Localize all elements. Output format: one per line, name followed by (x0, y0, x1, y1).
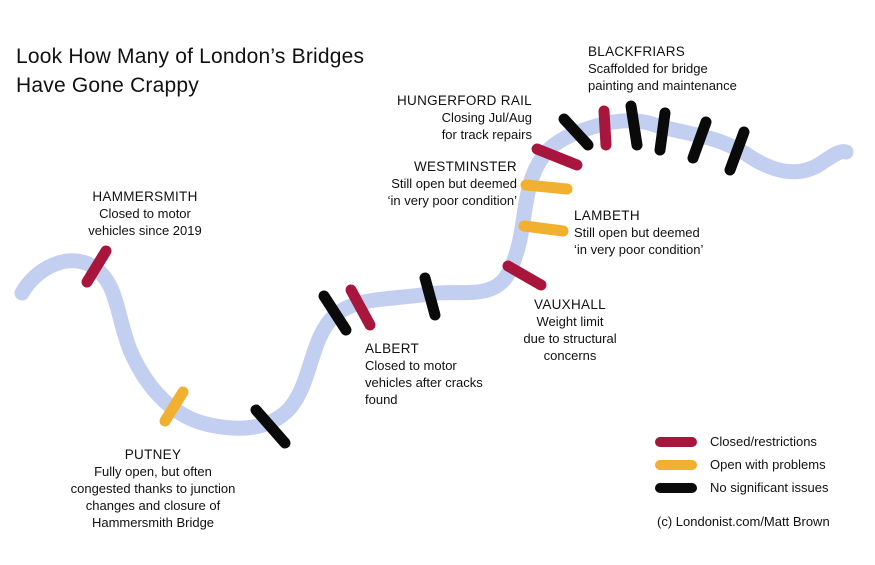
bridge-note: due to structural (523, 331, 617, 346)
bridge-note: concerns (543, 348, 597, 363)
river-thames (14, 113, 854, 436)
bridge-name: WESTMINSTER (413, 159, 517, 174)
bridge-london (687, 116, 712, 164)
callout-albert: ALBERT Closed to motor vehicles after cr… (365, 340, 483, 408)
bridge-note: changes and closure of (85, 498, 221, 513)
callout-hungerford-rail: HUNGERFORD RAIL Closing Jul/Aug for trac… (397, 92, 532, 143)
bridge-note: Weight limit (536, 314, 604, 329)
bridge-tower (724, 126, 750, 176)
bridge-note: Fully open, but often (94, 464, 212, 479)
bridge-note: Closing Jul/Aug (441, 110, 532, 125)
bridge-note: Still open but deemed (574, 225, 700, 240)
bridge-southwark (654, 107, 671, 156)
bridge-name: LAMBETH (574, 208, 640, 223)
page-title: Look How Many of London’s Bridges Have G… (16, 42, 364, 100)
bridge-westminster (520, 179, 573, 195)
bridge-note: for track repairs (441, 127, 532, 142)
legend-item-closed: Closed/restrictions (655, 430, 829, 453)
bridge-name: BLACKFRIARS (588, 44, 686, 59)
bridge-waterloo (558, 113, 594, 151)
bridge-note: Scaffolded for bridge (588, 61, 708, 76)
bridge-note: Still open but deemed (391, 176, 517, 191)
bridge-vauxhall (502, 260, 547, 291)
bridge-lambeth (518, 220, 569, 237)
callout-lambeth: LAMBETH Still open but deemed ‘in very p… (574, 207, 703, 258)
bridge-name: PUTNEY (124, 447, 182, 462)
legend-swatch-ok (655, 482, 697, 493)
bridge-blackfriars (598, 105, 612, 151)
legend-label: No significant issues (710, 480, 829, 495)
bridge-note: ‘in very poor condition’ (574, 242, 704, 257)
bridge-markers (81, 100, 750, 449)
legend: Closed/restrictions Open with problems N… (655, 430, 829, 499)
callout-westminster: WESTMINSTER Still open but deemed ‘in ve… (388, 158, 517, 209)
credit-text: (c) Londonist.com/Matt Brown (657, 514, 830, 529)
legend-label: Open with problems (710, 457, 826, 472)
title-line-2: Have Gone Crappy (16, 74, 199, 97)
bridge-battersea (318, 290, 352, 336)
bridge-note: ‘in very poor condition’ (387, 193, 517, 208)
bridge-note: vehicles since 2019 (88, 223, 202, 238)
bridge-chelsea (419, 272, 441, 321)
bridge-note: Closed to motor (99, 206, 191, 221)
bridge-note: Hammersmith Bridge (91, 515, 215, 530)
legend-swatch-problems (655, 459, 697, 470)
callout-vauxhall: VAUXHALL Weight limit due to structural … (515, 296, 625, 364)
bridge-note: congested thanks to junction (70, 481, 236, 496)
bridge-wandsworth (250, 404, 291, 449)
bridge-name: VAUXHALL (534, 297, 606, 312)
callout-blackfriars: BLACKFRIARS Scaffolded for bridge painti… (588, 43, 737, 94)
bridge-millennium (625, 100, 643, 151)
legend-label: Closed/restrictions (710, 434, 817, 449)
legend-item-ok: No significant issues (655, 476, 829, 499)
bridge-name: HAMMERSMITH (92, 189, 198, 204)
bridge-putney (159, 386, 189, 427)
bridge-name: HUNGERFORD RAIL (396, 93, 532, 108)
bridge-note: found (365, 392, 398, 407)
callout-hammersmith: HAMMERSMITH Closed to motor vehicles sin… (70, 188, 220, 239)
legend-item-problems: Open with problems (655, 453, 829, 476)
bridge-note: Closed to motor (365, 358, 457, 373)
title-line-1: Look How Many of London’s Bridges (16, 45, 365, 68)
legend-swatch-closed (655, 436, 697, 447)
bridge-hungerford (531, 143, 583, 171)
bridge-name: ALBERT (365, 341, 420, 356)
bridge-note: painting and maintenance (588, 78, 737, 93)
bridge-hammersmith (81, 245, 112, 288)
callout-putney: PUTNEY Fully open, but often congested t… (60, 446, 246, 531)
bridge-albert (345, 284, 376, 331)
bridge-note: vehicles after cracks (365, 375, 483, 390)
